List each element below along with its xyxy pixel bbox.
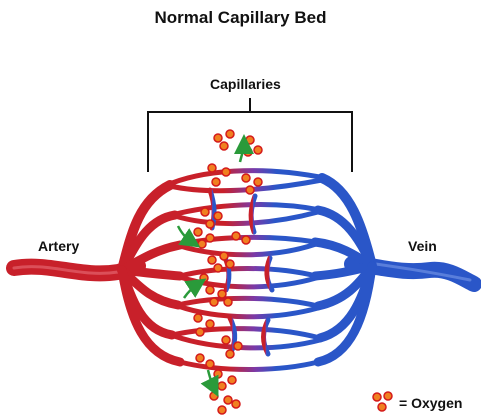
- vein-label: Vein: [408, 238, 437, 254]
- capillary-network: [165, 171, 325, 370]
- oxygen-legend: = Oxygen: [370, 390, 481, 416]
- capillaries-label: Capillaries: [210, 76, 281, 92]
- venule-branches: [315, 178, 372, 362]
- capillaries-bracket: [148, 98, 352, 172]
- oxygen-legend-label: = Oxygen: [399, 395, 462, 411]
- artery-label: Artery: [38, 238, 79, 254]
- oxygen-molecule-icon: [370, 390, 398, 416]
